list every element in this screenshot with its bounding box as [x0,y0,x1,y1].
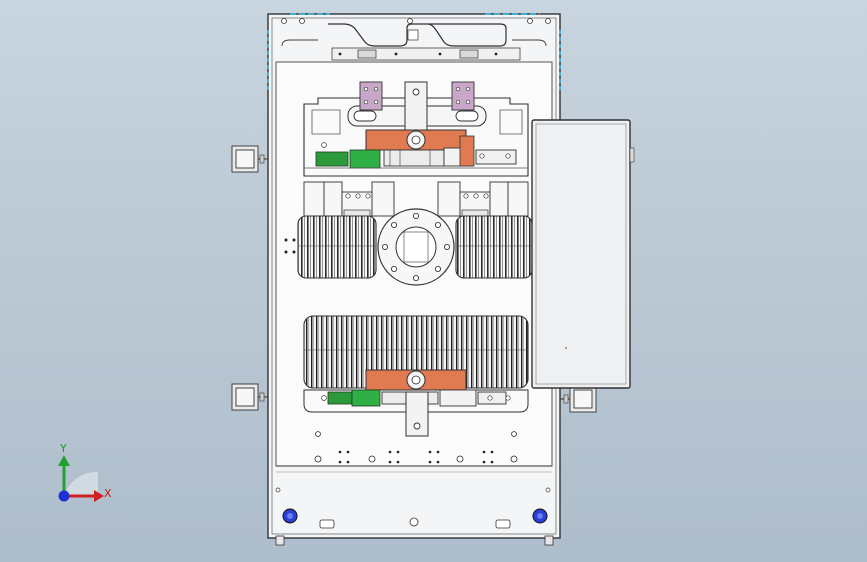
z-axis-dot [58,490,70,502]
lower-heatsink [303,315,529,389]
top-handle-assembly [281,23,547,61]
axis-triad [58,455,104,502]
bottom-section [275,431,552,529]
triad-plane [64,471,98,496]
center-flange [284,208,455,286]
terminal-blocks [303,181,529,219]
upper-bay [303,81,529,177]
upper-heatsinks [297,215,533,279]
right-cover-panel [531,119,635,389]
side-connectors [231,145,597,413]
x-axis-label: X [104,487,112,500]
y-axis-label: Y [60,442,67,455]
lower-bay [303,369,529,437]
